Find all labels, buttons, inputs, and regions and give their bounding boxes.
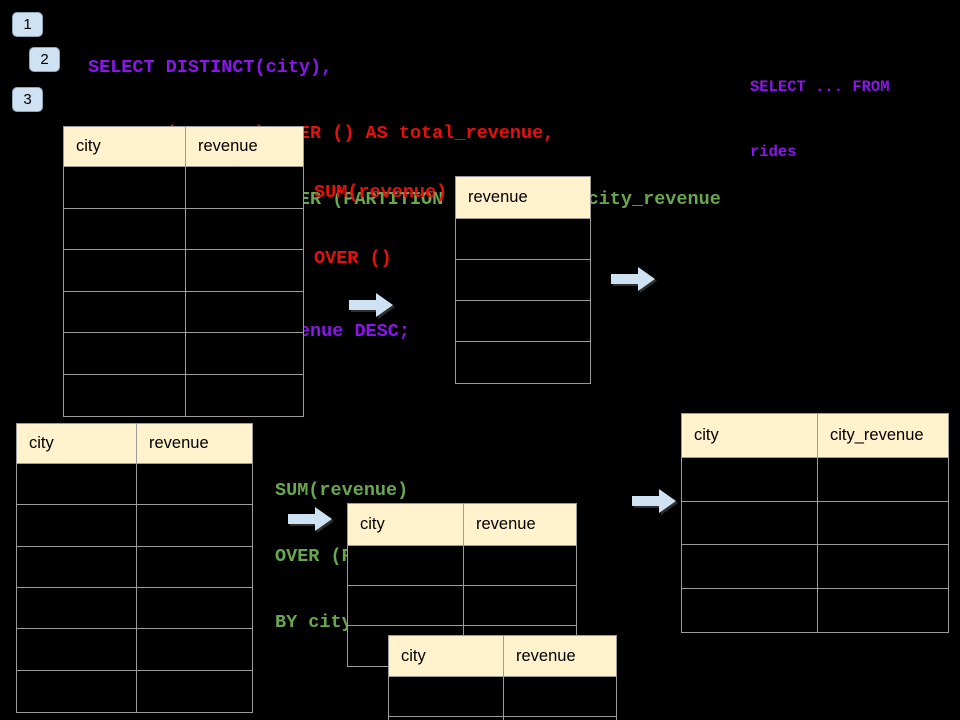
table-cell bbox=[456, 301, 590, 342]
table-cell bbox=[17, 505, 137, 547]
flow-arrow-icon bbox=[288, 507, 332, 531]
table-cell bbox=[186, 375, 303, 417]
column-header-revenue: revenue bbox=[504, 636, 616, 677]
table-cell bbox=[682, 588, 818, 632]
table-cell bbox=[186, 250, 303, 292]
table-cell bbox=[818, 545, 948, 589]
table-cell bbox=[137, 505, 252, 547]
table-cell bbox=[64, 250, 186, 292]
annotation-total-line-2: OVER () bbox=[314, 248, 392, 269]
table-cell bbox=[17, 587, 137, 630]
table-cell bbox=[456, 219, 590, 260]
table-cell bbox=[137, 547, 252, 588]
table-cell bbox=[186, 167, 303, 209]
table-cell bbox=[137, 671, 252, 712]
table-total-revenue-result: revenue bbox=[455, 176, 591, 384]
table-cell bbox=[137, 588, 252, 630]
sql-line-select: SELECT DISTINCT(city), bbox=[88, 57, 333, 78]
table-cell bbox=[137, 464, 252, 506]
step-badge-1: 1 bbox=[12, 12, 43, 37]
table-cell bbox=[64, 333, 186, 375]
table-source-bottom: city revenue bbox=[16, 423, 253, 713]
table-cell bbox=[186, 292, 303, 333]
table-cell bbox=[456, 260, 590, 301]
column-header-revenue: revenue bbox=[137, 424, 252, 464]
column-header-revenue: revenue bbox=[456, 177, 590, 219]
table-cell bbox=[64, 291, 186, 333]
column-header-city: city bbox=[348, 504, 464, 546]
column-header-city: city bbox=[64, 127, 186, 167]
table-cell bbox=[186, 333, 303, 375]
flow-arrow-icon bbox=[611, 267, 655, 291]
table-cell bbox=[64, 167, 186, 209]
table-cell bbox=[682, 458, 818, 502]
table-cell bbox=[504, 677, 616, 717]
table-cell bbox=[17, 629, 137, 671]
table-cell bbox=[137, 629, 252, 671]
table-cell bbox=[389, 717, 504, 720]
column-header-city-revenue: city_revenue bbox=[818, 414, 948, 458]
table-cell bbox=[17, 464, 137, 506]
annotation-total-line-1: SUM(revenue) bbox=[314, 182, 448, 203]
table-cell bbox=[464, 546, 576, 586]
table-cell bbox=[818, 458, 948, 502]
step-badge-2: 2 bbox=[29, 47, 60, 72]
table-cell bbox=[17, 670, 137, 712]
table-cell bbox=[682, 501, 818, 545]
flow-arrow-icon bbox=[632, 489, 676, 513]
table-cell bbox=[348, 546, 464, 586]
table-final-result: city city_revenue bbox=[681, 413, 949, 633]
table-cell bbox=[464, 586, 576, 626]
table-cell bbox=[456, 342, 590, 383]
table-source-top: city revenue bbox=[63, 126, 304, 417]
column-header-revenue: revenue bbox=[464, 504, 576, 546]
column-header-city: city bbox=[682, 414, 818, 458]
table-cell bbox=[186, 209, 303, 250]
table-cell bbox=[818, 502, 948, 545]
column-header-city: city bbox=[389, 636, 504, 677]
column-header-city: city bbox=[17, 424, 137, 464]
table-partition-front: city revenue bbox=[388, 635, 617, 720]
table-cell bbox=[348, 586, 464, 626]
table-cell bbox=[389, 677, 504, 717]
side-snippet: SELECT ... FROM rides bbox=[750, 34, 890, 185]
annotation-total-revenue: SUM(revenue) OVER () bbox=[314, 138, 447, 292]
side-snippet-line-2: rides bbox=[750, 142, 797, 161]
step-badge-3: 3 bbox=[12, 87, 43, 112]
table-cell bbox=[818, 589, 948, 633]
column-header-revenue: revenue bbox=[186, 127, 303, 167]
flow-arrow-icon bbox=[349, 293, 393, 317]
table-cell bbox=[64, 374, 186, 416]
table-cell bbox=[64, 208, 186, 250]
annotation-partition-line-1: SUM(revenue) bbox=[275, 480, 409, 501]
table-cell bbox=[682, 545, 818, 589]
side-snippet-line-1: SELECT ... FROM bbox=[750, 78, 890, 96]
table-cell bbox=[17, 546, 137, 588]
